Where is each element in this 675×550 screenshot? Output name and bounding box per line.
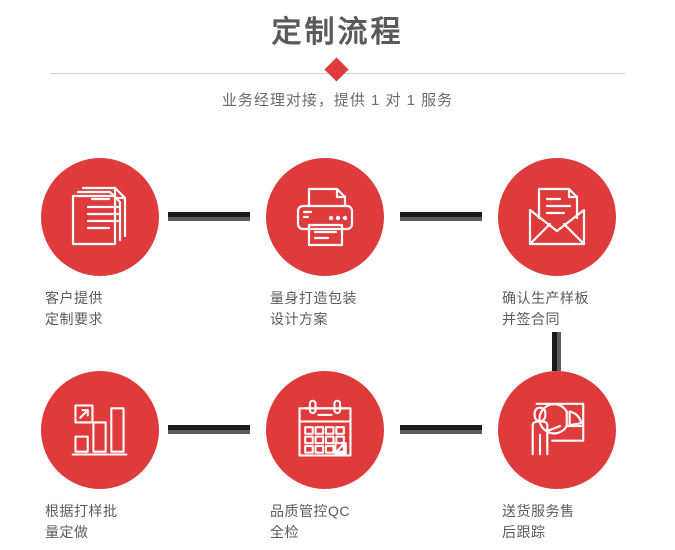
connector-bar-dark — [168, 425, 250, 430]
connector-step4-step5 — [168, 425, 250, 434]
connector-bar-dark — [552, 332, 557, 371]
envelope-letter-icon — [522, 182, 592, 252]
step-2-circle — [266, 158, 384, 276]
connector-step1-step2 — [168, 212, 250, 221]
step-6-label: 送货服务售 后跟踪 — [502, 503, 575, 540]
step-4-circle — [41, 371, 159, 489]
bar-chart-growth-icon — [67, 397, 133, 463]
page-subtitle: 业务经理对接，提供 1 对 1 服务 — [221, 92, 454, 109]
step-5-label: 品质管控QC 全检 — [270, 503, 350, 540]
page-title: 定制流程 — [271, 16, 404, 49]
printer-icon — [290, 182, 360, 252]
connector-bar-gray — [168, 430, 250, 434]
presenter-chart-icon — [523, 396, 591, 464]
calendar-icon — [292, 397, 358, 463]
step-3-label: 确认生产样板 并签合同 — [502, 290, 589, 327]
documents-stack-icon — [65, 182, 135, 252]
step-6-circle — [498, 371, 616, 489]
connector-bar-gray — [168, 217, 250, 221]
connector-bar-gray — [557, 332, 561, 371]
step-2-label: 量身打造包装 设计方案 — [270, 290, 357, 327]
connector-bar-dark — [400, 425, 482, 430]
connector-bar-dark — [168, 212, 250, 217]
connector-bar-dark — [400, 212, 482, 217]
connector-step2-step3 — [400, 212, 482, 221]
connector-step5-step6 — [400, 425, 482, 434]
step-5-circle — [266, 371, 384, 489]
connector-bar-gray — [400, 430, 482, 434]
step-3-circle — [498, 158, 616, 276]
connector-step3-step6 — [552, 332, 561, 371]
step-4-label: 根据打样批 量定做 — [45, 503, 118, 540]
connector-bar-gray — [400, 217, 482, 221]
step-1-label: 客户提供 定制要求 — [45, 290, 103, 327]
step-1-circle — [41, 158, 159, 276]
